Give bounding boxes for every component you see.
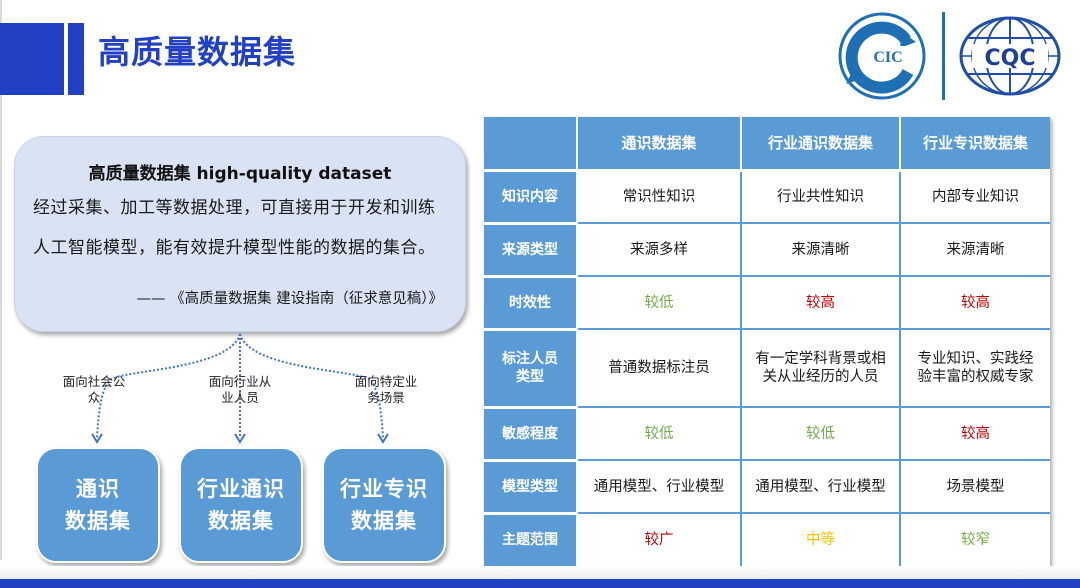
table-row: 时效性较低较高较高 (484, 276, 1050, 331)
table-row: 知识内容常识性知识行业共性知识内部专业知识 (484, 170, 1050, 225)
table-cell: 来源清晰 (741, 223, 901, 277)
page-title: 高质量数据集 (98, 33, 297, 71)
audience-label-industry: 面向行业从业人员 (208, 374, 272, 405)
table-cell: 有一定学科背景或相关从业经历的人员 (741, 329, 901, 408)
table-cell: 内部专业知识 (900, 170, 1050, 224)
audience-label-scenario: 面向特定业务场景 (354, 374, 418, 405)
table-cell: 来源清晰 (900, 223, 1050, 277)
definition-box: 高质量数据集 high-quality dataset 经过采集、加工等数据处理… (14, 136, 466, 332)
svg-text:CQC: CQC (985, 46, 1036, 71)
title-accent-bar (0, 23, 64, 95)
table-cell: 较低 (577, 276, 742, 330)
dataset-box-industry-general: 行业通识数据集 (179, 447, 303, 563)
table-cell: 较窄 (961, 532, 990, 548)
table-header-row: 通识数据集 行业通识数据集 行业专识数据集 (484, 117, 1050, 172)
comparison-table: 通识数据集 行业通识数据集 行业专识数据集 知识内容常识性知识行业共性知识内部专… (484, 117, 1050, 566)
column-header: 行业通识数据集 (741, 117, 901, 172)
dataset-box-industry-specialized: 行业专识数据集 (322, 447, 446, 563)
definition-heading: 高质量数据集 high-quality dataset (88, 164, 392, 184)
definition-text-line: 经过采集、加工等数据处理，可直接用于开发和训练 (33, 198, 436, 218)
svg-text:CIC: CIC (873, 49, 902, 66)
table-cell: 中等 (741, 513, 901, 566)
row-header: 主题范围 (484, 513, 578, 566)
table-corner-cell (484, 117, 578, 172)
row-header: 模型类型 (484, 460, 578, 515)
audience-label-public: 面向社会公众 (62, 374, 126, 405)
table-cell: 来源多样 (577, 223, 742, 277)
left-edge-line (0, 0, 2, 560)
audience-arrows (91, 333, 389, 444)
table-cell: 行业共性知识 (741, 170, 901, 224)
table-cell: 普通数据标注员 (577, 329, 742, 408)
definition-source: —— 《高质量数据集 建设指南（征求意见稿）》 (136, 291, 443, 307)
table-cell: 较广 (577, 513, 742, 566)
column-header: 通识数据集 (577, 117, 742, 172)
table-row: 来源类型来源多样来源清晰来源清晰 (484, 223, 1050, 278)
table-row: 模型类型通用模型、行业模型通用模型、行业模型场景模型 (484, 460, 1050, 515)
row-header: 来源类型 (484, 223, 578, 278)
footer-bar (0, 579, 1080, 588)
dataset-box-general: 通识数据集 (36, 447, 160, 563)
table-row: 敏感程度较低较低较高 (484, 407, 1050, 462)
row-header: 知识内容 (484, 170, 578, 225)
row-header: 时效性 (484, 276, 578, 331)
table-cell: 通用模型、行业模型 (741, 460, 901, 514)
table-row: 标注人员类型普通数据标注员有一定学科背景或相关从业经历的人员专业知识、实践经验丰… (484, 329, 1050, 409)
table-cell: 较高 (900, 407, 1050, 461)
table-cell: 专业知识、实践经验丰富的权威专家 (900, 329, 1050, 408)
arrow-left (96, 333, 241, 439)
title-accent-bar-thin (68, 23, 84, 95)
table-cell: 较低 (577, 407, 742, 461)
table-cell: 场景模型 (900, 460, 1050, 514)
column-header: 行业专识数据集 (900, 117, 1050, 172)
definition-text-line: 人工智能模型，能有效提升模型性能的数据的集合。 (33, 238, 436, 258)
table-cell: 较低 (741, 407, 901, 461)
arrow-right (239, 333, 384, 439)
cqc-logo-icon: CQC (959, 16, 1061, 96)
logo-divider (942, 12, 945, 100)
table-row: 主题范围较广中等 较窄 (484, 513, 1050, 566)
footer-shade (0, 566, 1080, 579)
row-header: 敏感程度 (484, 407, 578, 462)
table-cell: 较高 (900, 276, 1050, 330)
table-cell: 常识性知识 (577, 170, 742, 224)
row-header: 标注人员类型 (484, 329, 578, 409)
table-cell: 通用模型、行业模型 (577, 460, 742, 514)
table-cell: 较高 (741, 276, 901, 330)
cic-logo-icon: CIC (838, 12, 926, 100)
